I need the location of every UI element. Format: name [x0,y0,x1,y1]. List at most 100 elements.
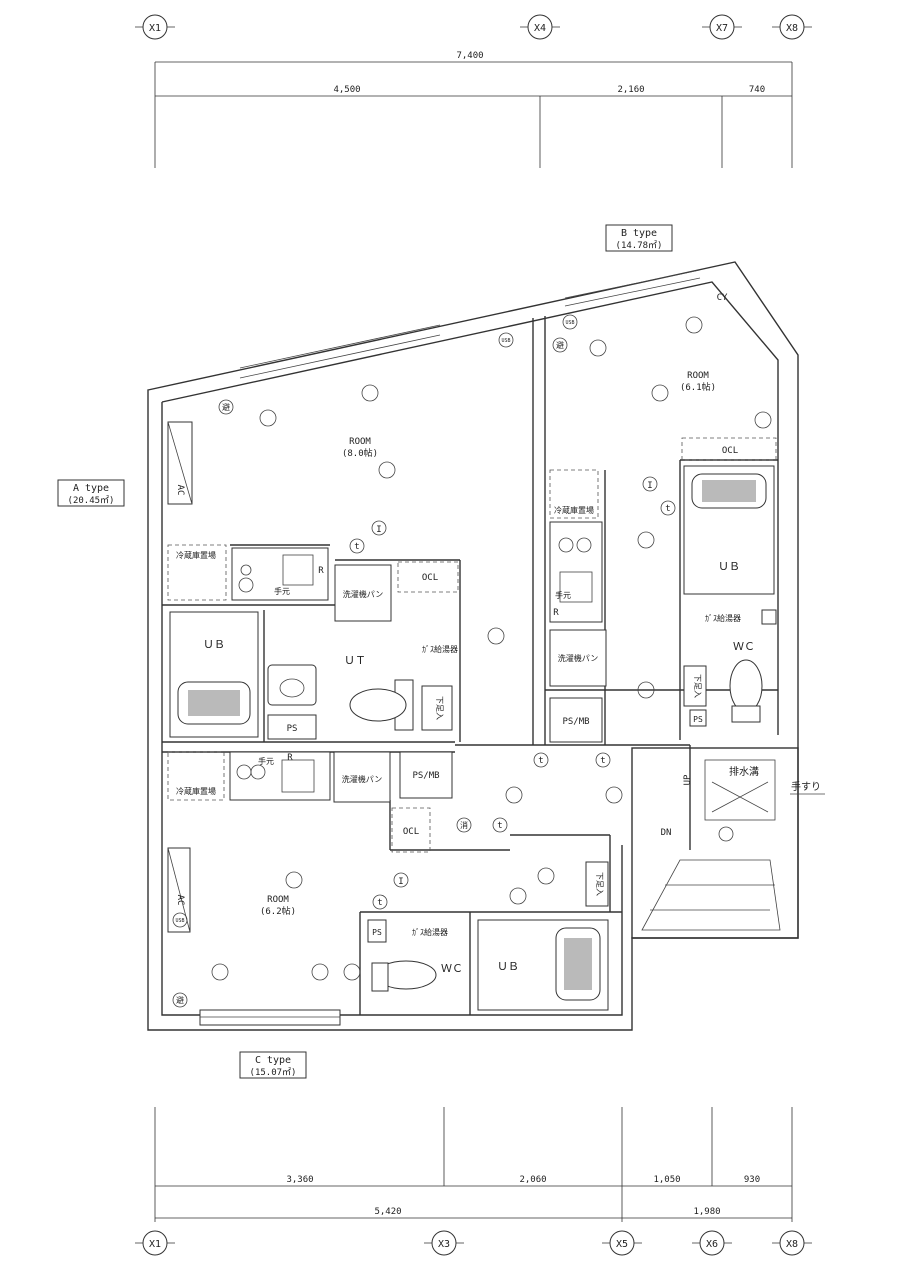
gesui-label-a: 下足入 [435,696,444,720]
svg-text:C type: C type [255,1055,291,1066]
svg-text:B type: B type [621,228,657,239]
heater-label-a: ｶﾞｽ給湯器 [422,644,458,654]
type-label-c: C type (15.07㎡) [239,1051,307,1079]
svg-text:X5: X5 [616,1239,628,1250]
usb-icon-a: USB [501,338,510,344]
grid-marker-x7-top: X7 [702,14,742,40]
heater-label-b: ｶﾞｽ給湯器 [705,613,741,623]
ps-label-b: PS [693,715,703,724]
washer-label-c: 洗濯機パン [342,774,382,784]
svg-text:X3: X3 [438,1239,450,1250]
usb-icon-b: USB [565,320,574,326]
dim-top-total: 7,400 [456,51,483,61]
dim-bottom-c: 1,050 [653,1175,680,1185]
dim-top-a: 4,500 [333,85,360,95]
t-icon-hall-3: t [497,821,502,831]
dim-bottom-total-a: 5,420 [374,1207,401,1217]
i-switch-icon-a: I [376,525,381,535]
outer-walls [147,261,799,1031]
svg-text:(20.45㎡): (20.45㎡) [68,495,115,506]
stair-area: UP DN 排水溝 手すり [641,759,825,931]
t-icon-c: t [377,898,382,908]
wc-label-c: ＷＣ [441,962,463,975]
ut-label-a: ＵＴ [344,654,366,667]
dim-top-c: 740 [749,85,765,95]
svg-text:A type: A type [73,483,109,494]
gesui-label-b: 下足入 [693,674,702,698]
r-label-c: R [287,753,293,763]
temoto-label-b: 手元 [555,590,571,600]
t-icon-hall-2: t [600,756,605,766]
type-label-a: A type (20.45㎡) [57,479,125,507]
svg-text:X4: X4 [534,23,546,34]
svg-text:X6: X6 [706,1239,718,1250]
svg-text:X1: X1 [149,1239,161,1250]
ub-label-c: ＵＢ [497,960,519,973]
dim-top-b: 2,160 [617,85,644,95]
grid-markers-bottom: X1 X3 X5 X6 X8 [135,1230,812,1256]
dn-label: DN [661,828,672,838]
grid-markers-top: X1 X4 X7 X8 [135,14,812,40]
ocl-label-c: OCL [403,827,419,837]
fridge-label-a: 冷蔵庫置場 [176,550,216,560]
t-icon-b: t [665,504,670,514]
grid-marker-x1-top: X1 [135,14,175,40]
grid-marker-x5-bottom: X5 [602,1230,642,1256]
dimensions-bottom: 3,360 2,060 1,050 930 5,420 1,980 [154,1107,793,1222]
grid-marker-x8-top: X8 [772,14,812,40]
type-label-b: B type (14.78㎡) [605,224,673,252]
washer-label-a: 洗濯機パン [343,589,383,599]
drain-label: 排水溝 [729,765,759,778]
temoto-label-a: 手元 [274,586,290,596]
ub-label-a: ＵＢ [203,638,225,651]
room-c-size: (6.2帖) [260,905,296,917]
room-b-name: ROOM [687,371,709,381]
ocl-label-a: OCL [422,573,438,583]
gesui-label-c: 下足入 [595,872,604,896]
i-switch-icon-c: I [398,877,403,887]
ps-label-a: PS [287,724,298,734]
t-icon-hall-1: t [538,756,543,766]
svg-text:X1: X1 [149,23,161,34]
ac-label-c: AC [175,895,185,906]
room-c-name: ROOM [267,895,289,905]
cy-label-b: CY [717,293,728,303]
room-b-size: (6.1帖) [680,381,716,393]
psmb-label-b: PS/MB [562,717,589,727]
grid-marker-x6-bottom: X6 [692,1230,732,1256]
hinan-icon-a: 避 [222,402,230,412]
r-label-a: R [318,566,324,576]
ub-label-b: ＵＢ [718,560,740,573]
grid-marker-x1-bottom: X1 [135,1230,175,1256]
svg-text:(14.78㎡): (14.78㎡) [616,240,663,251]
washer-label-b: 洗濯機パン [558,653,598,663]
temoto-label-c: 手元 [258,756,274,766]
ac-label-a: AC [175,485,185,496]
dim-bottom-b: 2,060 [519,1175,546,1185]
ocl-label-b: OCL [722,446,738,456]
svg-text:X7: X7 [716,23,728,34]
heater-label-c: ｶﾞｽ給湯器 [412,927,448,937]
sho-icon-hall: 消 [460,820,468,830]
grid-marker-x8-bottom: X8 [772,1230,812,1256]
fridge-label-c: 冷蔵庫置場 [176,786,216,796]
hinan-icon-c: 避 [176,995,184,1005]
dimensions-top: 7,400 4,500 2,160 740 [154,51,793,168]
unit-b: ROOM (6.1帖) CY OCL ＵＢ ｶﾞｽ給湯器 ＷＣ 下足入 PS 冷… [549,293,777,743]
grid-marker-x3-bottom: X3 [424,1230,464,1256]
dim-bottom-d: 930 [744,1175,760,1185]
svg-text:X8: X8 [786,23,798,34]
svg-text:X8: X8 [786,1239,798,1250]
psmb-label-hall: PS/MB [412,771,439,781]
dim-bottom-a: 3,360 [286,1175,313,1185]
grid-marker-x4-top: X4 [520,14,560,40]
handrail-label: 手すり [791,780,821,793]
svg-text:(15.07㎡): (15.07㎡) [250,1067,297,1078]
room-a-size: (8.0帖) [342,447,378,459]
dim-bottom-total-b: 1,980 [693,1207,720,1217]
unit-c: ROOM (6.2帖) 冷蔵庫置場 手元 R 洗濯機パン OCL AC PS ｶ… [167,751,609,1011]
r-label-b: R [553,608,559,618]
fridge-label-b: 冷蔵庫置場 [554,505,594,515]
ps-label-c: PS [372,928,382,937]
up-label: UP [683,774,693,785]
